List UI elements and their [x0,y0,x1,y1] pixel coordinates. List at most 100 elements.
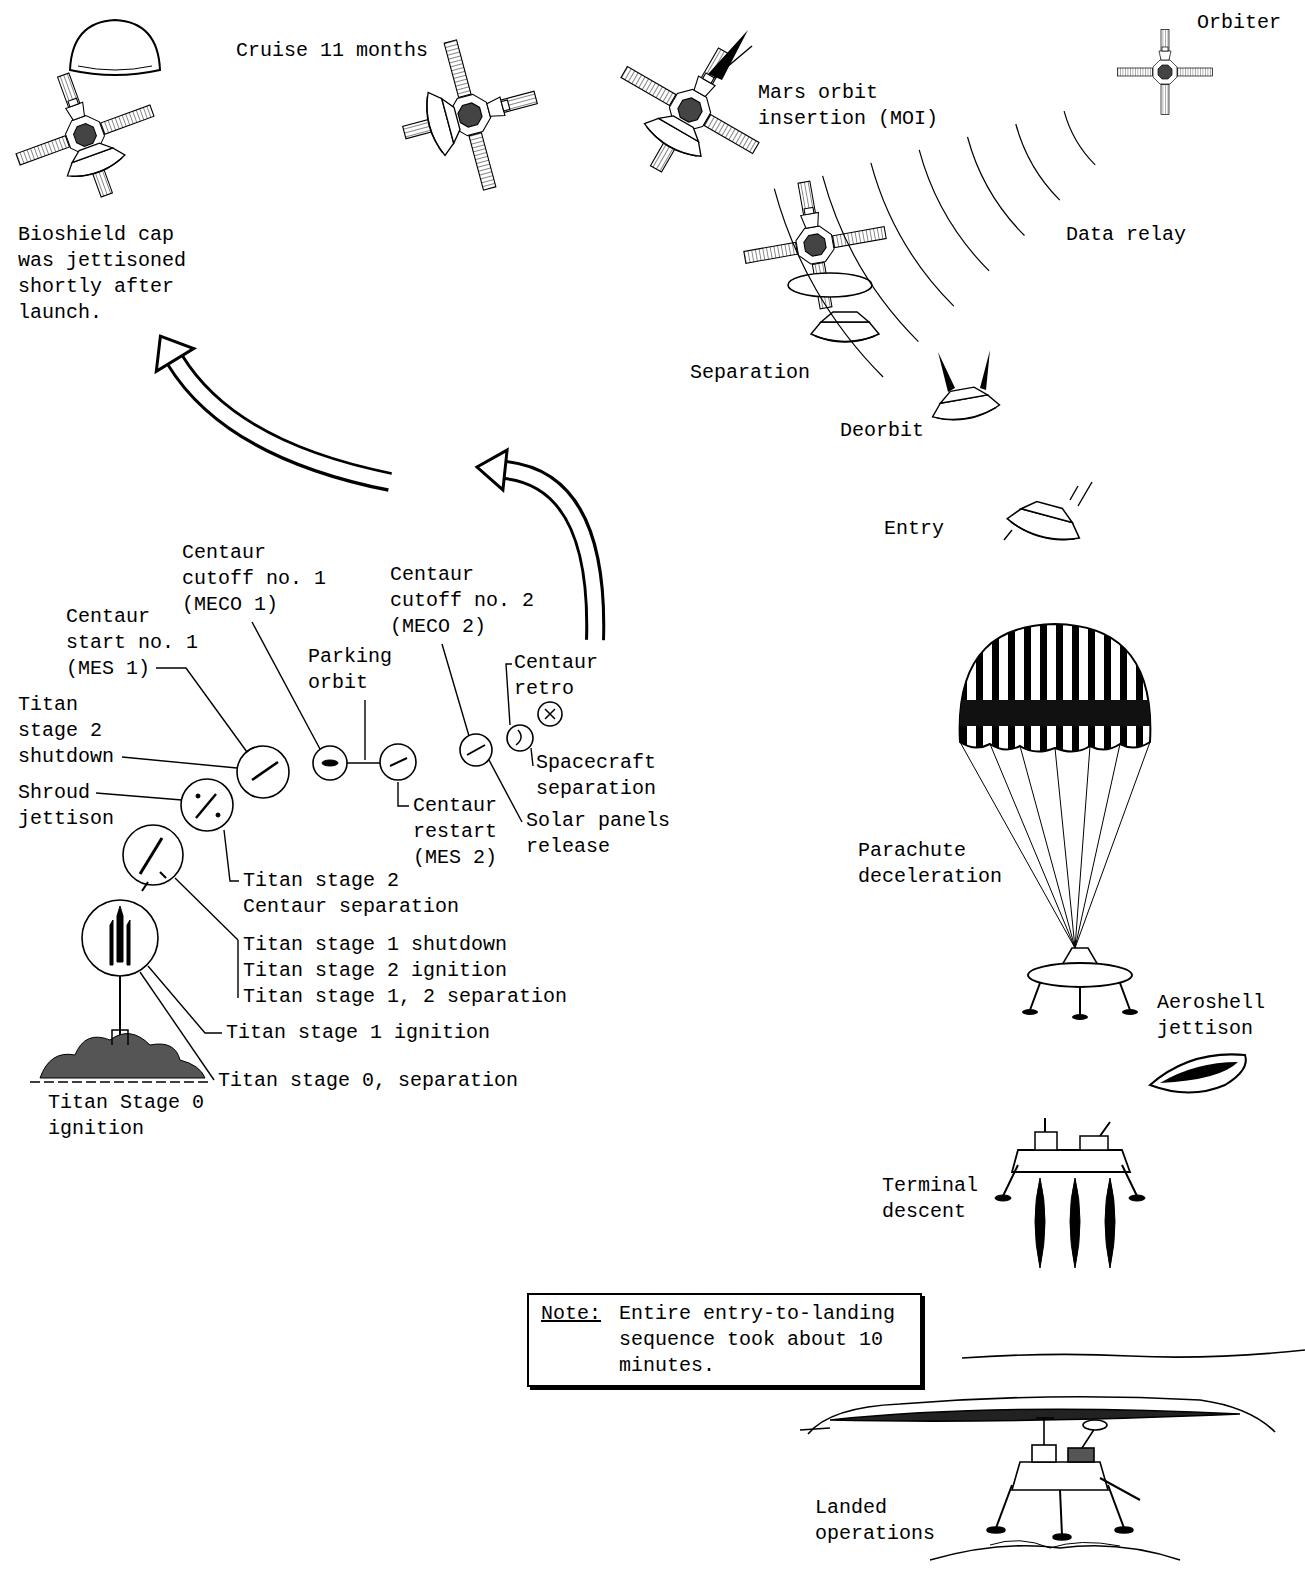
entry-capsule-part [1004,482,1092,540]
data-relay-arcs-part [871,163,954,306]
callout-label: Titan stage 0, separation [218,1068,518,1094]
flow-arrow-part [477,450,507,490]
spacecraft-launch-part [0,51,174,220]
launch-sequence-part [380,744,416,780]
data-relay-arcs-part [823,176,919,342]
leader-lines-part [122,757,237,768]
callout-label: Titan stage 2 ignition [243,958,507,984]
data-relay-arcs [774,111,1095,377]
callout-label: Shroud jettison [18,780,126,832]
lander-terminal-descent-part [1080,1136,1108,1150]
launch-vehicle-sketches-part [140,838,162,874]
landed-lander-part [996,1478,1140,1535]
data-relay-arcs-part [1064,111,1095,165]
launch-sequence-part [123,825,183,885]
callout-label: Mars orbit insertion (MOI) [758,80,950,132]
lander-terminal-descent [995,1118,1145,1268]
callout-label: Solar panels release [526,808,682,860]
flow-arrow [156,336,392,482]
callout-label: Orbiter [1197,10,1281,36]
callout-label: Terminal descent [882,1173,990,1225]
parachute [950,624,1160,1020]
landed-lander-part [1068,1448,1094,1462]
note-text: Entire entry-to-landing sequence took ab… [619,1301,907,1379]
callout-label: Titan stage 1, 2 separation [243,984,567,1010]
spacecraft-launch-part [61,136,128,182]
lander-terminal-descent-part [1035,1132,1057,1150]
data-relay-arcs-part [968,137,1025,236]
bioshield-cap [70,20,160,75]
callout-label: Separation [690,360,810,386]
orbiter [1118,30,1213,115]
landed-lander-part [1083,1420,1107,1430]
mars-surface-part [830,1409,1240,1421]
callout-label: Centaur retro [514,650,610,702]
launch-sequence-part [507,725,533,751]
launch-sequence [82,702,562,976]
entry-capsule-part [1005,495,1086,546]
orbiter-separation [734,170,896,342]
orbiter-separation-part [734,170,896,320]
launch-sequence-part [181,779,233,831]
landed-lander-part [987,1527,1005,1533]
bioshield-cap-part [70,20,160,75]
callout-label: Centaur cutoff no. 1 (MECO 1) [182,540,332,618]
note-heading: Note: [541,1301,601,1327]
launch-vehicle-sketches-part [252,762,278,780]
callout-label: Deorbit [840,418,924,444]
landed-lander-part [1053,1534,1071,1540]
callout-label: Bioshield cap was jettisoned shortly aft… [18,222,198,326]
note-box: Note: Entire entry-to-landing sequence to… [527,1293,922,1387]
launch-sequence-part [460,734,492,766]
launch-sequence-part [538,702,562,726]
launch-vehicle-sketches-part [110,920,130,965]
launch-pad-part [112,1030,128,1045]
orbiter-part [1118,30,1213,115]
callout-label: Centaur restart (MES 2) [413,793,509,871]
callout-label: Spacecraft separation [536,750,668,802]
callout-label: Data relay [1066,222,1186,248]
leader-lines-part [398,782,409,806]
leader-lines-part [531,748,533,766]
launch-vehicle-sketches-part [322,760,338,766]
deorbit-capsule-part [938,352,955,392]
mars-surface-part [800,1428,830,1430]
orbiter-separation-part [811,312,879,342]
landed-lander [987,1418,1140,1548]
lander-terminal-descent-part [1129,1195,1145,1201]
lander-terminal-descent-part [1012,1150,1130,1172]
callout-label: Titan stage 2 Centaur separation [243,868,471,920]
data-relay-arcs-part [774,189,883,377]
parachute-part [950,700,1160,726]
launch-vehicle-sketches-part [196,794,200,798]
launch-pad-part [40,1034,205,1078]
launch-vehicle-sketches-part [142,872,166,891]
callout-label: Centaur cutoff no. 2 (MECO 2) [390,562,540,640]
lander-terminal-descent-part [995,1195,1011,1201]
parachute-part [1022,1009,1038,1015]
callout-label: Titan Stage 0 ignition [48,1090,216,1142]
mars-surface-part [808,1397,1275,1434]
leader-lines-part [96,793,182,800]
launch-vehicle-sketches-part [467,745,485,755]
callout-label: Centaur start no. 1 (MES 1) [66,604,204,682]
jettisoned-aeroshell-part [1160,1062,1238,1083]
landed-lander-part [1115,1527,1133,1533]
callout-label: Parking orbit [308,644,404,696]
parachute-part [1072,1014,1088,1020]
callout-label: Titan stage 1 shutdown [243,932,507,958]
lander-terminal-descent-part [1070,1178,1080,1268]
mars-surface-part [930,1546,1180,1560]
leader-lines [96,622,533,1080]
launch-sequence-part [313,746,347,780]
launch-sequence-part [82,900,158,976]
leader-lines-part [347,762,380,763]
callout-label: Titan stage 1 ignition [226,1020,490,1046]
callout-label: Entry [884,516,944,542]
parachute-part [1028,963,1132,987]
landed-lander-part [1032,1445,1056,1462]
parachute-part-part [960,742,1150,948]
launch-vehicle-sketches-part [516,730,521,745]
lander-terminal-descent-part [1105,1178,1115,1268]
